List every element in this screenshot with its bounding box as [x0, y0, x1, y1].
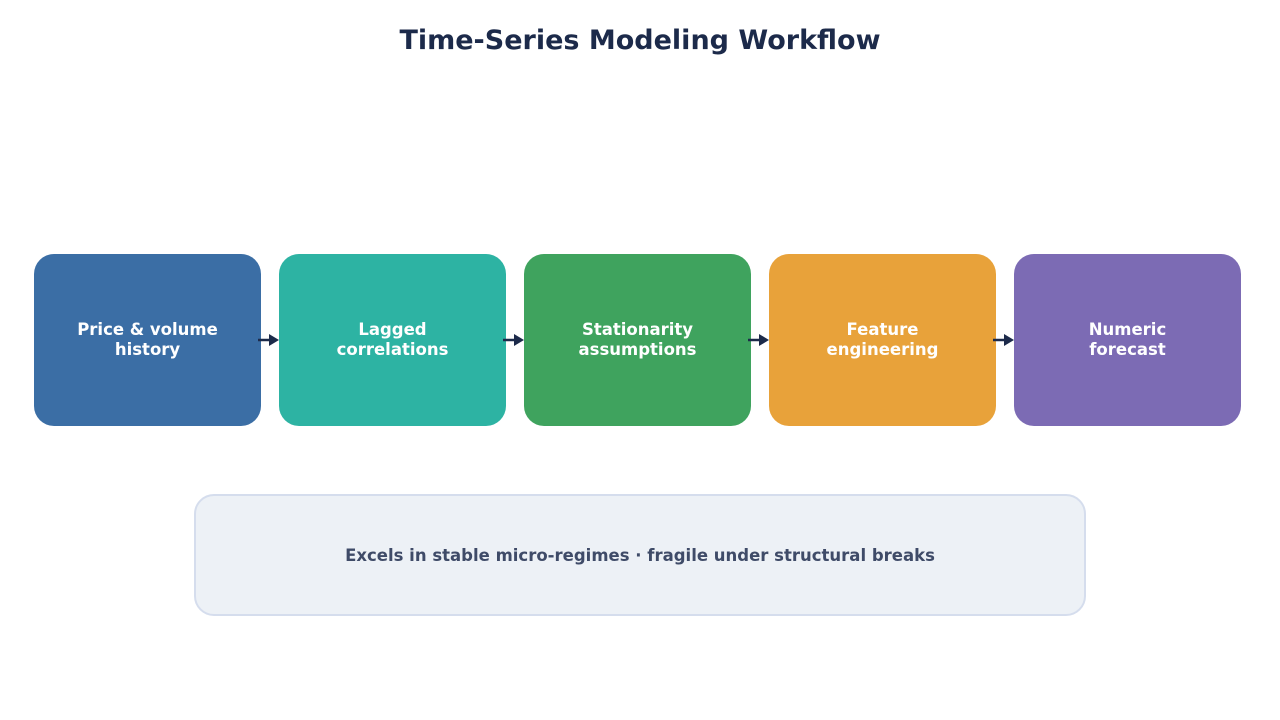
summary-note-text: Excels in stable micro-regimes · fragile…: [345, 545, 935, 565]
summary-note: Excels in stable micro-regimes · fragile…: [194, 494, 1086, 616]
arrow-right-icon: [503, 334, 524, 346]
step-lagged-correlations: Lagged correlations: [279, 254, 506, 426]
arrow-right-icon: [258, 334, 279, 346]
diagram-title: Time-Series Modeling Workflow: [399, 25, 881, 56]
step-numeric-forecast: Numeric forecast: [1014, 254, 1241, 426]
step-label: Numeric forecast: [1088, 320, 1167, 359]
step-label: Price & volume history: [77, 320, 218, 359]
arrow-right-icon: [993, 334, 1014, 346]
step-label: Feature engineering: [826, 320, 939, 359]
arrow-right-icon: [748, 334, 769, 346]
step-price-volume-history: Price & volume history: [34, 254, 261, 426]
step-label: Lagged correlations: [336, 320, 449, 359]
step-feature-engineering: Feature engineering: [769, 254, 996, 426]
step-stationarity-assumptions: Stationarity assumptions: [524, 254, 751, 426]
step-label: Stationarity assumptions: [578, 320, 697, 359]
